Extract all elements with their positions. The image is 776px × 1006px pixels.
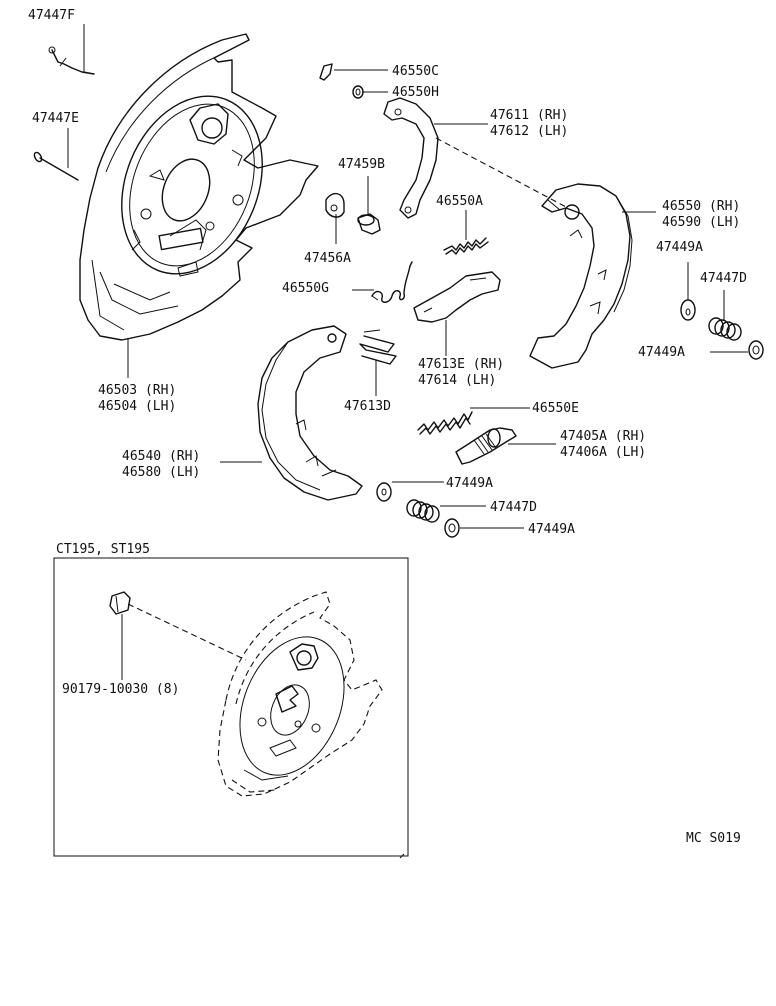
label-46503: 46503 (RH): [98, 383, 176, 398]
spring-47447D-a-drawing: [708, 317, 742, 341]
label-47449A-c: 47449A: [446, 476, 493, 491]
part-labels: 47447F 47447E 46550C 46550H 47611 (RH) 4…: [28, 8, 747, 537]
backing-plate-drawing: [79, 33, 319, 341]
label-47406A: 47406A (LH): [560, 445, 646, 460]
inset-title: CT195, ST195: [56, 542, 150, 557]
label-47449A-b: 47449A: [638, 345, 685, 360]
label-47456A: 47456A: [304, 251, 351, 266]
label-47447F: 47447F: [28, 8, 75, 23]
label-47613E: 47613E (RH): [418, 357, 504, 372]
label-ref-code: MC S019: [686, 831, 741, 846]
label-47447D-b: 47447D: [490, 500, 537, 515]
inset-backing-plate-drawing: [217, 591, 383, 797]
spring-46550A-drawing: [443, 237, 489, 255]
strut-47613E-drawing: [413, 271, 501, 323]
label-46550H: 46550H: [392, 85, 439, 100]
label-46550A: 46550A: [436, 194, 483, 209]
label-46590: 46590 (LH): [662, 215, 740, 230]
spring-46550G-drawing: [371, 261, 413, 303]
screw-47459B-drawing: [357, 176, 381, 235]
washer-46550H-drawing: [352, 85, 364, 99]
bolt-90179-drawing: [109, 591, 131, 615]
plate-47456A-drawing: [325, 193, 345, 218]
label-47459B: 47459B: [338, 157, 385, 172]
lever-47611-drawing: [383, 97, 439, 219]
label-46550: 46550 (RH): [662, 199, 740, 214]
inset-ct195-st195: CT195, ST195 90179-10030 (8) MC S019: [53, 542, 741, 859]
adjuster-47405A-drawing: [455, 427, 517, 465]
label-46550G: 46550G: [282, 281, 329, 296]
label-46540: 46540 (RH): [122, 449, 200, 464]
brake-shoe-46550-drawing: [529, 183, 633, 369]
label-46504: 46504 (LH): [98, 399, 176, 414]
leader-lines: [67, 24, 748, 529]
label-47447D-a: 47447D: [700, 271, 747, 286]
pin-47447E-drawing: [33, 151, 79, 181]
inset-frame: [53, 557, 409, 857]
label-47614: 47614 (LH): [418, 373, 496, 388]
label-47612: 47612 (LH): [490, 124, 568, 139]
label-47611: 47611 (RH): [490, 108, 568, 123]
spring-47447D-b-drawing: [406, 499, 440, 523]
label-47449A-a: 47449A: [656, 240, 703, 255]
label-47405A: 47405A (RH): [560, 429, 646, 444]
washer-47449A-a-drawing: [680, 299, 696, 321]
label-46580: 46580 (LH): [122, 465, 200, 480]
label-90179: 90179-10030 (8): [62, 682, 179, 697]
clip-46550C-drawing: [319, 63, 333, 81]
label-47449A-d: 47449A: [528, 522, 575, 537]
label-46550E: 46550E: [532, 401, 579, 416]
cup-47449A-b-drawing: [748, 340, 764, 360]
label-47613D: 47613D: [344, 399, 391, 414]
label-46550C: 46550C: [392, 64, 439, 79]
spring-47613D-drawing: [359, 329, 397, 365]
spring-46550E-drawing: [417, 411, 473, 435]
cup-47449A-d-drawing: [444, 518, 460, 538]
pin-47447F-drawing: [48, 46, 95, 75]
label-47447E: 47447E: [32, 111, 79, 126]
washer-47449A-c-drawing: [376, 482, 392, 502]
brake-shoe-46540-drawing: [257, 325, 363, 501]
